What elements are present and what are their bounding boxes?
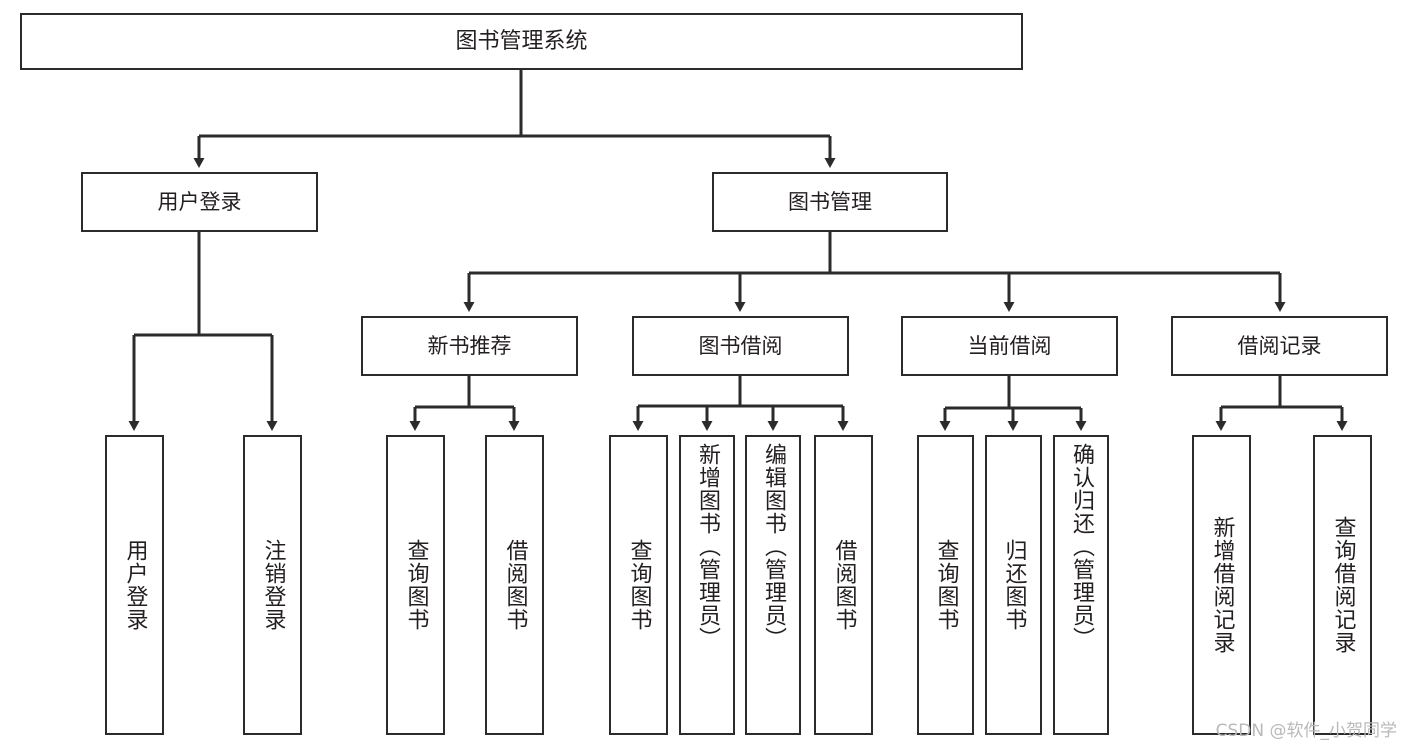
node-book-borrow[interactable]: 图书借阅 xyxy=(632,316,849,376)
node-leaf-rec-query-label: 查询图书 xyxy=(403,539,429,631)
node-root-label: 图书管理系统 xyxy=(455,28,588,54)
node-leaf-cur-confirm[interactable]: 确认归还（管理员） xyxy=(1053,435,1109,735)
node-leaf-user-logout[interactable]: 注销登录 xyxy=(243,435,302,735)
node-book-manage[interactable]: 图书管理 xyxy=(712,172,948,232)
node-leaf-borrow-lend[interactable]: 借阅图书 xyxy=(814,435,873,735)
node-book-borrow-label: 图书借阅 xyxy=(698,333,783,358)
node-leaf-cur-query-label: 查询图书 xyxy=(933,539,959,631)
node-user-login[interactable]: 用户登录 xyxy=(81,172,318,232)
node-leaf-rec-search[interactable]: 查询借阅记录 xyxy=(1313,435,1372,735)
node-leaf-rec-add-label: 新增借阅记录 xyxy=(1209,516,1235,654)
node-leaf-borrow-query-label: 查询图书 xyxy=(626,539,652,631)
node-leaf-borrow-add-label: 新增图书（管理员） xyxy=(695,443,720,650)
node-new-book-rec[interactable]: 新书推荐 xyxy=(361,316,578,376)
node-leaf-cur-confirm-label: 确认归还（管理员） xyxy=(1069,443,1094,650)
node-new-book-rec-label: 新书推荐 xyxy=(427,333,512,358)
node-current-borrow-label: 当前借阅 xyxy=(967,333,1052,358)
node-borrow-record-label: 借阅记录 xyxy=(1237,333,1322,358)
node-leaf-user-logout-label: 注销登录 xyxy=(260,539,286,631)
node-leaf-borrow-edit[interactable]: 编辑图书（管理员） xyxy=(745,435,801,735)
csdn-watermark: CSDN @软件_小贺同学 xyxy=(1215,721,1397,741)
node-leaf-cur-return[interactable]: 归还图书 xyxy=(985,435,1042,735)
node-leaf-user-login-label: 用户登录 xyxy=(122,539,148,631)
node-leaf-rec-add[interactable]: 新增借阅记录 xyxy=(1192,435,1251,735)
node-borrow-record[interactable]: 借阅记录 xyxy=(1171,316,1388,376)
node-leaf-rec-search-label: 查询借阅记录 xyxy=(1330,516,1356,654)
node-leaf-user-login[interactable]: 用户登录 xyxy=(105,435,164,735)
node-book-manage-label: 图书管理 xyxy=(788,189,872,214)
node-root[interactable]: 图书管理系统 xyxy=(20,13,1023,70)
node-leaf-rec-borrow-label: 借阅图书 xyxy=(502,539,528,631)
node-current-borrow[interactable]: 当前借阅 xyxy=(901,316,1118,376)
node-user-login-label: 用户登录 xyxy=(157,189,242,214)
node-leaf-borrow-edit-label: 编辑图书（管理员） xyxy=(761,443,786,650)
node-leaf-cur-query[interactable]: 查询图书 xyxy=(917,435,974,735)
node-leaf-cur-return-label: 归还图书 xyxy=(1001,539,1027,631)
node-leaf-borrow-lend-label: 借阅图书 xyxy=(831,539,857,631)
node-leaf-borrow-add[interactable]: 新增图书（管理员） xyxy=(679,435,735,735)
node-leaf-borrow-query[interactable]: 查询图书 xyxy=(609,435,668,735)
node-leaf-rec-borrow[interactable]: 借阅图书 xyxy=(485,435,544,735)
node-leaf-rec-query[interactable]: 查询图书 xyxy=(386,435,445,735)
